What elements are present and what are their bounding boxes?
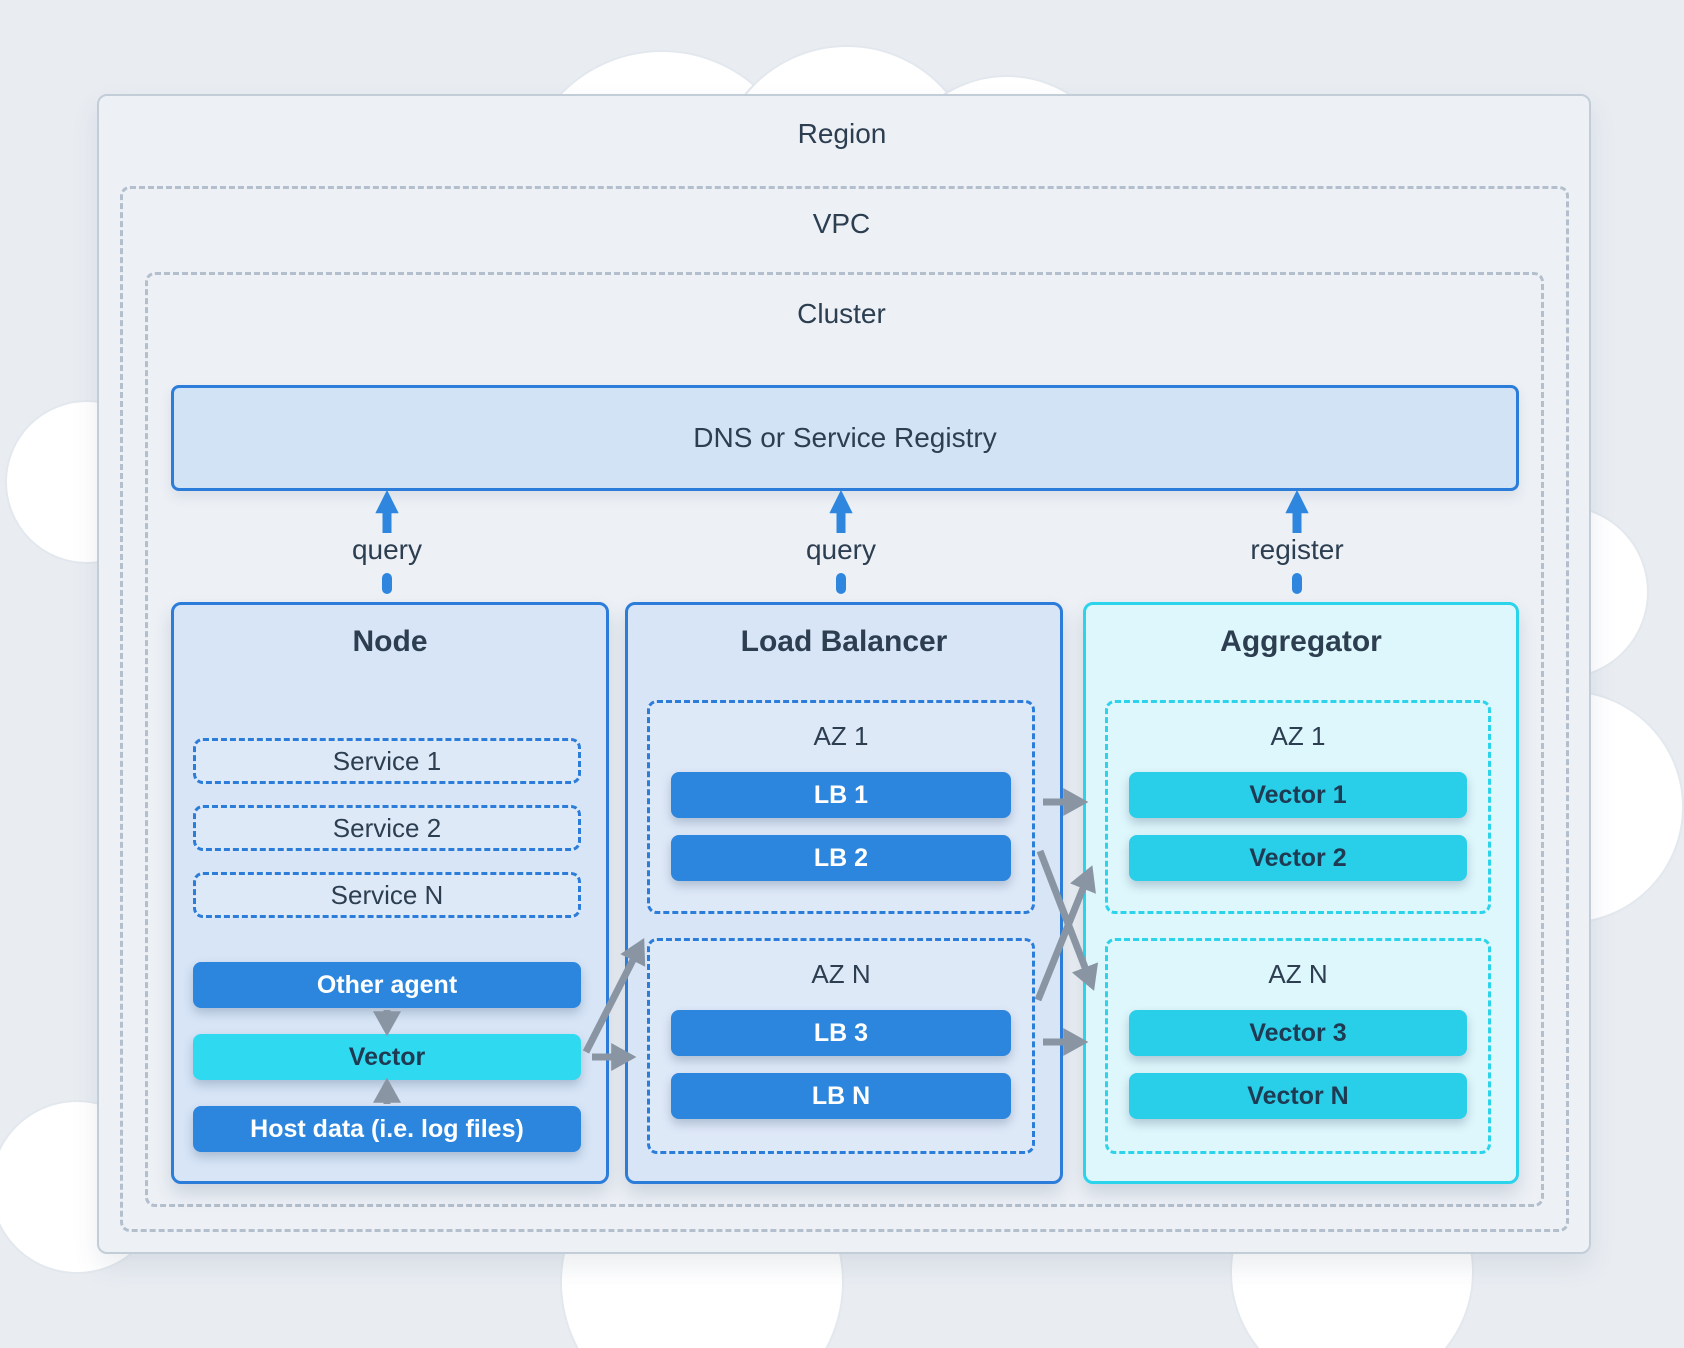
az-label: AZ 1 bbox=[1270, 721, 1326, 751]
service-box: Service N bbox=[193, 872, 581, 918]
node-panel: Node Service 1 Service 2 Service N Other… bbox=[171, 602, 609, 1184]
az-label: AZ N bbox=[811, 959, 871, 989]
load-balancer-panel: Load Balancer AZ 1 LB 1 LB 2 AZ N LB 3 L… bbox=[625, 602, 1063, 1184]
lb-pill: LB 1 bbox=[671, 772, 1011, 818]
region-label: Region bbox=[797, 118, 887, 149]
lb-pill: LB N bbox=[671, 1073, 1011, 1119]
lb-query-label: query bbox=[805, 534, 877, 565]
vector-pill: Vector 3 bbox=[1129, 1010, 1467, 1056]
host-data-pill: Host data (i.e. log files) bbox=[193, 1106, 581, 1152]
lb-pill: LB 2 bbox=[671, 835, 1011, 881]
lb-az1-box: AZ 1 LB 1 LB 2 bbox=[647, 700, 1035, 914]
cluster-box bbox=[145, 272, 1544, 1207]
lb-pill: LB 3 bbox=[671, 1010, 1011, 1056]
service-label: Service 2 bbox=[332, 812, 442, 843]
load-balancer-title: Load Balancer bbox=[740, 625, 948, 658]
vector-pill: Vector 2 bbox=[1129, 835, 1467, 881]
vector-pill: Vector N bbox=[1129, 1073, 1467, 1119]
aggregator-title: Aggregator bbox=[1220, 625, 1382, 658]
dns-registry-box: DNS or Service Registry bbox=[171, 385, 1519, 491]
lb-azn-box: AZ N LB 3 LB N bbox=[647, 938, 1035, 1154]
vpc-label: VPC bbox=[812, 208, 871, 239]
aggregator-azn-box: AZ N Vector 3 Vector N bbox=[1105, 938, 1491, 1154]
service-box: Service 1 bbox=[193, 738, 581, 784]
cluster-label: Cluster bbox=[797, 298, 886, 329]
vector-pill: Vector 1 bbox=[1129, 772, 1467, 818]
az-label: AZ N bbox=[1268, 959, 1328, 989]
dns-registry-label: DNS or Service Registry bbox=[693, 422, 997, 453]
aggregator-panel: Aggregator AZ 1 Vector 1 Vector 2 AZ N V… bbox=[1083, 602, 1519, 1184]
other-agent-pill: Other agent bbox=[193, 962, 581, 1008]
node-vector-pill: Vector bbox=[193, 1034, 581, 1080]
node-query-label: query bbox=[351, 534, 423, 565]
vpc-box bbox=[120, 186, 1569, 1232]
aggregator-az1-box: AZ 1 Vector 1 Vector 2 bbox=[1105, 700, 1491, 914]
node-title: Node bbox=[352, 625, 428, 658]
az-label: AZ 1 bbox=[813, 721, 869, 751]
aggregator-register-label: register bbox=[1250, 534, 1344, 565]
service-box: Service 2 bbox=[193, 805, 581, 851]
service-label: Service 1 bbox=[332, 745, 442, 776]
service-label: Service N bbox=[330, 879, 444, 910]
